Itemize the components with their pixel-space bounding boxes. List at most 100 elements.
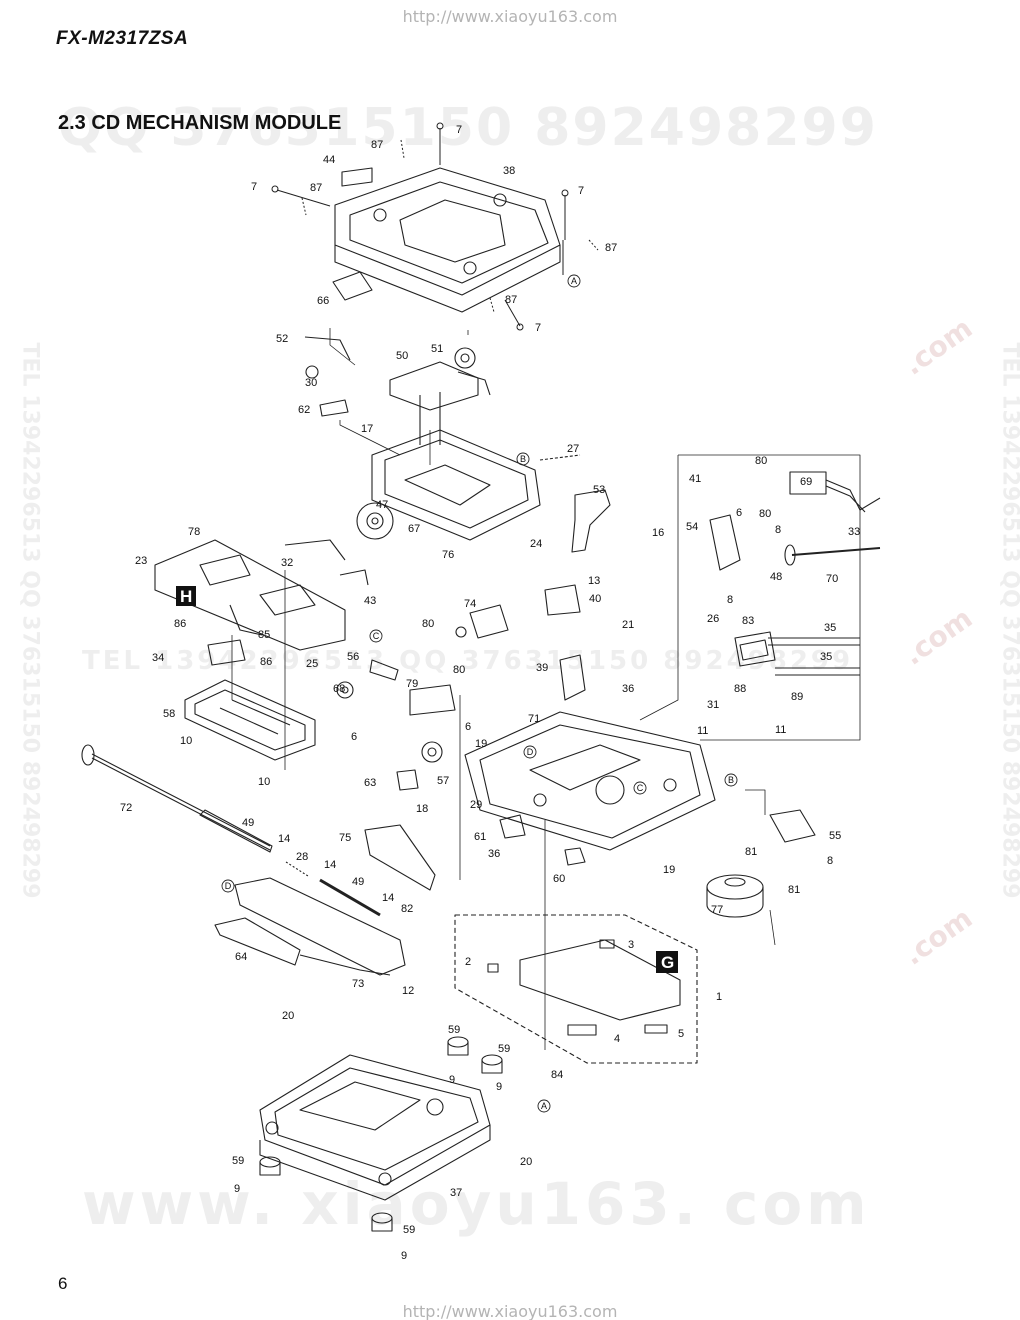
gear-bracket-50 bbox=[304, 336, 491, 445]
part-label: 9 bbox=[449, 1074, 455, 1086]
bracket-64-73 bbox=[214, 877, 406, 976]
part-label: 9 bbox=[234, 1183, 240, 1195]
clip-62 bbox=[319, 399, 349, 417]
connector-4 bbox=[567, 1024, 597, 1036]
gear-68 bbox=[336, 681, 354, 699]
part-label: 20 bbox=[282, 1010, 294, 1022]
part-label: 12 bbox=[402, 985, 414, 997]
part-label: 49 bbox=[242, 817, 254, 829]
part-label: 31 bbox=[707, 699, 719, 711]
part-label: 36 bbox=[622, 683, 634, 695]
tray-chassis-76 bbox=[284, 429, 581, 586]
model-number: FX-M2317ZSA bbox=[56, 28, 189, 49]
connector-2 bbox=[487, 963, 499, 973]
part-label: 7 bbox=[535, 322, 541, 334]
part-label: 51 bbox=[431, 343, 443, 355]
lever-43 bbox=[339, 569, 369, 586]
part-label: 9 bbox=[496, 1081, 502, 1093]
part-label: 75 bbox=[339, 832, 351, 844]
spindle-motor-77 bbox=[706, 874, 764, 918]
part-label: 80 bbox=[422, 618, 434, 630]
part-label: 83 bbox=[742, 615, 754, 627]
main-chassis-71 bbox=[464, 584, 716, 866]
part-label: 21 bbox=[622, 619, 634, 631]
part-label: 39 bbox=[536, 662, 548, 674]
worm-56 bbox=[369, 659, 399, 681]
source-url-bottom[interactable]: http://www.xiaoyu163.com bbox=[402, 1302, 618, 1320]
part-label: 33 bbox=[848, 526, 860, 538]
part-label: 50 bbox=[396, 350, 408, 362]
part-label: 87 bbox=[310, 182, 322, 194]
part-label: 19 bbox=[475, 738, 487, 750]
label-plate-44 bbox=[341, 167, 373, 187]
part-label: 81 bbox=[745, 846, 757, 858]
part-label: 63 bbox=[364, 777, 376, 789]
part-label: 68 bbox=[333, 683, 345, 695]
part-label: 7 bbox=[578, 185, 584, 197]
part-label: 72 bbox=[120, 802, 132, 814]
part-label: 44 bbox=[323, 154, 335, 166]
source-url-top[interactable]: http://www.xiaoyu163.com bbox=[402, 7, 618, 26]
part-label: 73 bbox=[352, 978, 364, 990]
bracket-79 bbox=[409, 684, 456, 716]
part-label: 81 bbox=[788, 884, 800, 896]
part-label: 30 bbox=[305, 377, 317, 389]
part-label: 27 bbox=[567, 443, 579, 455]
part-label: 7 bbox=[251, 181, 257, 193]
part-label: 84 bbox=[551, 1069, 563, 1081]
watermark-top: QQ 376315150 892498299 bbox=[58, 98, 878, 158]
bottom-chassis-37 bbox=[259, 1054, 491, 1201]
motor-69 bbox=[709, 471, 881, 571]
bracket-55 bbox=[769, 809, 816, 843]
part-label: 53 bbox=[593, 484, 605, 496]
part-label: 2 bbox=[465, 956, 471, 968]
section-title: 2.3 CD MECHANISM MODULE bbox=[58, 112, 342, 134]
part-label: 34 bbox=[152, 652, 164, 664]
part-label: 14 bbox=[278, 833, 290, 845]
part-label: 78 bbox=[188, 526, 200, 538]
ref-c-1: C bbox=[373, 631, 380, 641]
part-label: 80 bbox=[453, 664, 465, 676]
tray-58 bbox=[184, 679, 316, 761]
ref-d-2: D bbox=[225, 881, 232, 891]
pickup-83 bbox=[734, 631, 860, 676]
part-label: 69 bbox=[800, 476, 812, 488]
part-label: 82 bbox=[401, 903, 413, 915]
part-label: 55 bbox=[829, 830, 841, 842]
part-label: 89 bbox=[791, 691, 803, 703]
gear-57 bbox=[421, 741, 443, 763]
watermark-bottom: www. xiaoyu163. com bbox=[82, 1170, 871, 1238]
part-label: 48 bbox=[770, 571, 782, 583]
part-label: 16 bbox=[652, 527, 664, 539]
part-label: 13 bbox=[588, 575, 600, 587]
ref-b-1: B bbox=[520, 454, 526, 464]
part-label: 6 bbox=[351, 731, 357, 743]
part-label: 71 bbox=[528, 713, 540, 725]
part-label: 87 bbox=[605, 242, 617, 254]
part-label: 32 bbox=[281, 557, 293, 569]
gear-63 bbox=[396, 769, 419, 791]
part-label: 36 bbox=[488, 848, 500, 860]
part-label: 11 bbox=[775, 724, 786, 736]
top-chassis-38 bbox=[332, 167, 561, 313]
section-marker-g-label: G bbox=[661, 953, 674, 972]
part-label: 10 bbox=[180, 735, 192, 747]
bracket-54 bbox=[709, 514, 741, 571]
bracket-66 bbox=[332, 271, 373, 301]
part-label: 54 bbox=[686, 521, 698, 533]
part-label: 49 bbox=[352, 876, 364, 888]
part-label: 20 bbox=[520, 1156, 532, 1168]
part-label: 10 bbox=[258, 776, 270, 788]
part-label: 52 bbox=[276, 333, 288, 345]
part-label: 24 bbox=[530, 538, 542, 550]
part-label: 41 bbox=[689, 473, 701, 485]
pcb-1 bbox=[487, 939, 681, 1036]
part-label: 59 bbox=[448, 1024, 460, 1036]
ref-d-1: D bbox=[527, 747, 534, 757]
part-label: 23 bbox=[135, 555, 147, 567]
lever-60 bbox=[564, 847, 586, 866]
gear-48 bbox=[784, 544, 796, 566]
part-label: 86 bbox=[174, 618, 186, 630]
part-label: 3 bbox=[628, 939, 634, 951]
